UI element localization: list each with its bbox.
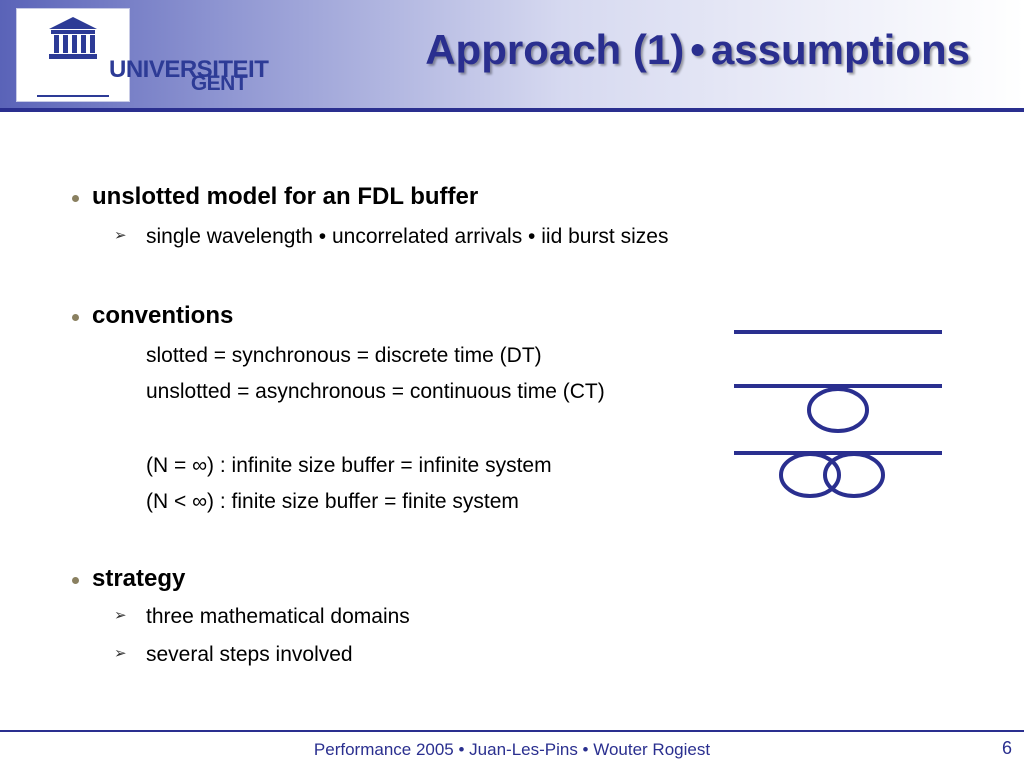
slide-title: Approach (1)•assumptions xyxy=(425,26,970,74)
convention-line: (N = ∞) : infinite size buffer = infinit… xyxy=(146,454,552,477)
title-part-1: Approach (1) xyxy=(425,26,685,73)
sub-bullet: ➢ single wavelength • uncorrelated arriv… xyxy=(114,225,669,249)
bullet-heading: strategy xyxy=(92,565,186,592)
bullet-conventions: conventions xyxy=(72,302,234,330)
convention-line: (N < ∞) : finite size buffer = finite sy… xyxy=(146,490,519,513)
header-rule xyxy=(0,108,1024,112)
convention-line: slotted = synchronous = discrete time (D… xyxy=(146,344,542,367)
bullet-heading: conventions xyxy=(92,302,234,329)
arrow-bullet-icon: ➢ xyxy=(114,227,127,244)
footer-text: Performance 2005 • Juan-Les-Pins • Woute… xyxy=(313,740,711,759)
sub-bullet-text: several steps involved xyxy=(146,643,353,666)
sub-bullet: ➢ three mathematical domains xyxy=(114,605,410,629)
delay-loop xyxy=(823,452,885,498)
page-number: 6 xyxy=(1001,738,1012,758)
bullet-unslotted-model: unslotted model for an FDL buffer xyxy=(72,183,479,211)
footer-rule xyxy=(0,730,1024,732)
logo-underline xyxy=(37,95,109,97)
sub-bullet: ➢ several steps involved xyxy=(114,643,353,667)
header-band xyxy=(0,0,1024,108)
bullet-dot xyxy=(72,195,79,202)
bullet-heading: unslotted model for an FDL buffer xyxy=(92,183,479,210)
sub-bullet-text: three mathematical domains xyxy=(146,605,410,628)
arrow-bullet-icon: ➢ xyxy=(114,607,127,624)
title-part-2: assumptions xyxy=(710,26,970,73)
sub-bullet-text: single wavelength • uncorrelated arrival… xyxy=(146,225,669,248)
delay-loop xyxy=(807,387,869,433)
fdl-line-diagram xyxy=(734,330,942,498)
arrow-bullet-icon: ➢ xyxy=(114,645,127,662)
title-separator: • xyxy=(690,26,705,73)
bullet-dot xyxy=(72,314,79,321)
building-icon xyxy=(49,17,97,59)
bullet-strategy: strategy xyxy=(72,565,186,593)
convention-line: unslotted = asynchronous = continuous ti… xyxy=(146,380,605,403)
bullet-dot xyxy=(72,577,79,584)
logo-text-line2: GENT xyxy=(190,72,248,95)
delay-loop xyxy=(779,452,841,498)
